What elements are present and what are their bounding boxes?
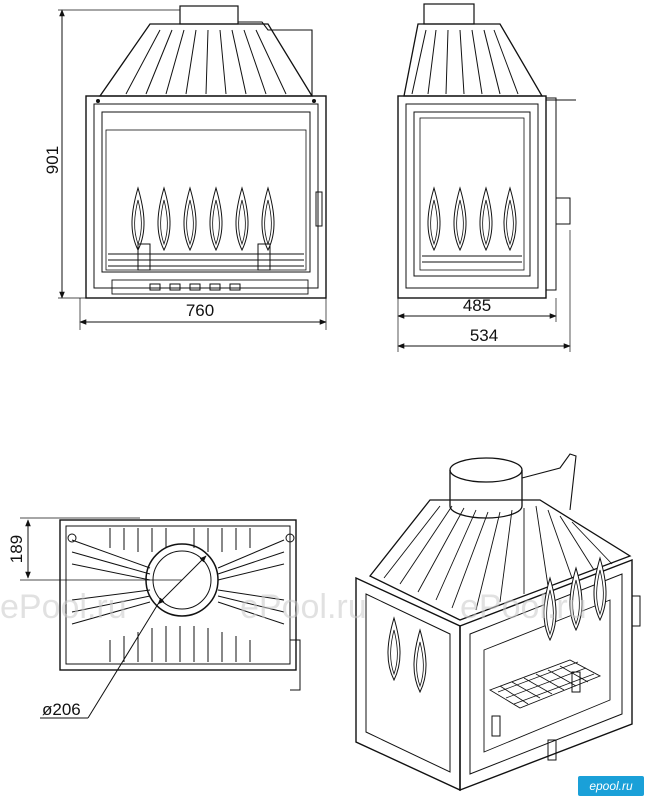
total-depth-dimension: 534 [470, 326, 498, 345]
door-depth-dimension: 485 [463, 296, 491, 315]
watermark-3: ePool.ru [460, 588, 587, 626]
top-view [20, 517, 301, 719]
brand-logo: epool.ru [578, 776, 644, 796]
height-dimension: 901 [43, 146, 62, 174]
flue-offset-dimension: 189 [7, 535, 26, 563]
front-width-dimension: 760 [186, 301, 214, 320]
brand-logo-text: epool.ru [589, 779, 633, 793]
isometric-view [355, 453, 641, 792]
side-view [397, 3, 576, 352]
front-view [58, 5, 327, 330]
flue-diameter-dimension: ø206 [42, 700, 81, 719]
watermark-1: ePool.ru [0, 588, 127, 626]
watermark-2: ePool.ru [240, 588, 367, 626]
